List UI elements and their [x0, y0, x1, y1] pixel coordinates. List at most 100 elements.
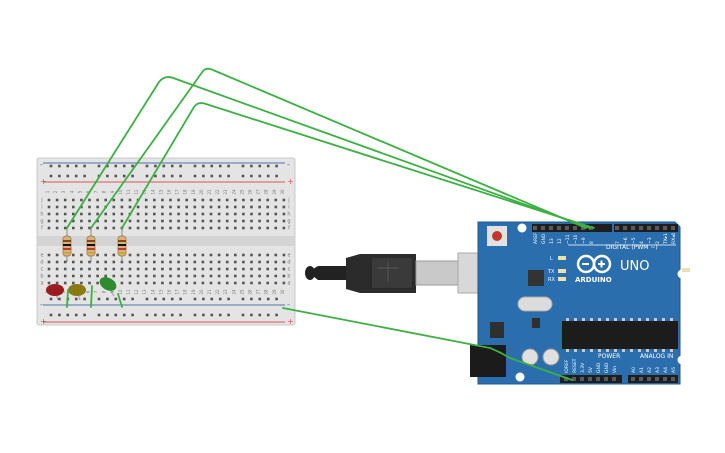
breadboard-hole[interactable] [63, 281, 67, 285]
led-green[interactable] [97, 274, 119, 297]
breadboard-hole[interactable] [88, 281, 91, 285]
rail-hole[interactable] [49, 313, 53, 317]
rail-hole[interactable] [106, 174, 109, 178]
breadboard-hole[interactable] [112, 253, 116, 257]
digital-pin[interactable] [565, 226, 569, 230]
rail-hole[interactable] [122, 164, 126, 168]
rail-hole[interactable] [106, 164, 109, 168]
breadboard-hole[interactable] [72, 281, 75, 285]
breadboard-hole[interactable] [136, 226, 140, 230]
breadboard-hole[interactable] [55, 253, 59, 257]
power-pin[interactable] [564, 377, 568, 381]
breadboard-hole[interactable] [234, 281, 237, 285]
rail-hole[interactable] [266, 297, 270, 301]
breadboard-hole[interactable] [128, 198, 132, 202]
breadboard-hole[interactable] [185, 198, 188, 202]
digital-pin-holes[interactable] [533, 226, 675, 230]
breadboard[interactable]: - + - + - + - + 112233445566778899101011… [36, 157, 296, 326]
rail-hole[interactable] [83, 164, 86, 168]
power-pin[interactable] [612, 377, 616, 381]
breadboard-hole[interactable] [128, 260, 132, 264]
breadboard-hole[interactable] [96, 267, 99, 271]
resistor-1[interactable] [62, 228, 72, 262]
rail-hole[interactable] [131, 313, 134, 317]
breadboard-hole[interactable] [80, 253, 83, 257]
breadboard-hole[interactable] [47, 212, 51, 216]
breadboard-hole[interactable] [185, 260, 188, 264]
breadboard-hole[interactable] [185, 274, 188, 278]
breadboard-hole[interactable] [266, 274, 269, 278]
rail-hole[interactable] [145, 174, 149, 178]
breadboard-hole[interactable] [120, 198, 124, 202]
breadboard-hole[interactable] [234, 219, 237, 223]
breadboard-hole[interactable] [120, 267, 124, 271]
breadboard-hole[interactable] [47, 205, 51, 209]
breadboard-hole[interactable] [128, 219, 132, 223]
breadboard-hole[interactable] [112, 212, 116, 216]
breadboard-hole[interactable] [72, 260, 75, 264]
breadboard-hole[interactable] [128, 226, 132, 230]
breadboard-hole[interactable] [55, 219, 59, 223]
breadboard-hole[interactable] [96, 253, 99, 257]
breadboard-hole[interactable] [47, 226, 51, 230]
breadboard-hole[interactable] [72, 274, 75, 278]
wire-gnd-to-rail[interactable] [282, 307, 573, 381]
breadboard-hole[interactable] [177, 198, 180, 202]
wire-led-red-gnd[interactable] [66, 289, 69, 308]
breadboard-hole[interactable] [63, 267, 67, 271]
breadboard-hole[interactable] [120, 274, 124, 278]
breadboard-hole[interactable] [266, 253, 269, 257]
breadboard-hole[interactable] [185, 219, 188, 223]
breadboard-hole[interactable] [177, 219, 180, 223]
breadboard-hole[interactable] [144, 253, 148, 257]
breadboard-hole[interactable] [144, 274, 148, 278]
breadboard-hole[interactable] [136, 274, 140, 278]
rail-hole[interactable] [241, 297, 245, 301]
power-pin[interactable] [572, 377, 576, 381]
analog-pin[interactable] [631, 377, 635, 381]
breadboard-hole[interactable] [177, 274, 180, 278]
rail-hole[interactable] [202, 174, 205, 178]
breadboard-hole[interactable] [242, 198, 245, 202]
breadboard-hole[interactable] [63, 226, 67, 230]
rail-hole[interactable] [250, 297, 253, 301]
rail-hole[interactable] [250, 174, 253, 178]
breadboard-hole[interactable] [209, 274, 213, 278]
rail-hole[interactable] [66, 313, 70, 317]
breadboard-hole[interactable] [185, 226, 188, 230]
breadboard-hole[interactable] [169, 226, 172, 230]
breadboard-hole[interactable] [201, 219, 205, 223]
breadboard-hole[interactable] [242, 274, 245, 278]
breadboard-hole[interactable] [282, 274, 286, 278]
rail-hole[interactable] [83, 174, 86, 178]
rail-hole[interactable] [210, 297, 214, 301]
breadboard-hole[interactable] [250, 219, 253, 223]
breadboard-hole[interactable] [282, 205, 286, 209]
rail-hole[interactable] [227, 297, 230, 301]
breadboard-hole[interactable] [47, 274, 51, 278]
analog-pin[interactable] [639, 377, 643, 381]
breadboard-hole[interactable] [153, 274, 156, 278]
breadboard-hole[interactable] [250, 260, 253, 264]
breadboard-hole[interactable] [201, 274, 205, 278]
breadboard-hole[interactable] [96, 219, 99, 223]
breadboard-hole[interactable] [47, 198, 51, 202]
breadboard-hole[interactable] [120, 219, 124, 223]
breadboard-hole[interactable] [128, 205, 132, 209]
power-pin[interactable] [604, 377, 608, 381]
analog-pin[interactable] [647, 377, 651, 381]
breadboard-hole[interactable] [209, 260, 213, 264]
breadboard-hole[interactable] [88, 212, 91, 216]
breadboard-hole[interactable] [72, 219, 75, 223]
breadboard-hole[interactable] [266, 198, 269, 202]
breadboard-hole[interactable] [136, 281, 140, 285]
digital-pin[interactable] [589, 226, 593, 230]
breadboard-hole[interactable] [250, 281, 253, 285]
breadboard-hole[interactable] [63, 212, 67, 216]
breadboard-hole[interactable] [153, 226, 156, 230]
rail-hole[interactable] [193, 297, 197, 301]
digital-pin[interactable] [671, 226, 675, 230]
rail-hole[interactable] [162, 174, 166, 178]
breadboard-hole[interactable] [136, 205, 140, 209]
breadboard-hole[interactable] [55, 267, 59, 271]
